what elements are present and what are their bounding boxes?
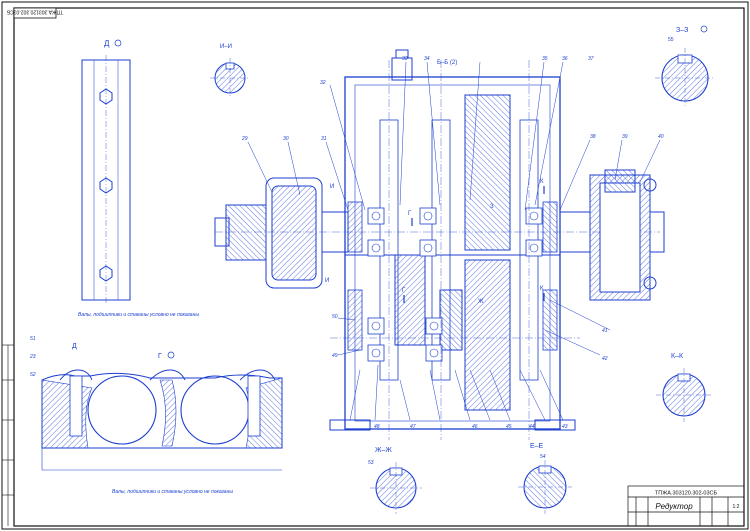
- input-coupling: [214, 177, 349, 289]
- pos-34: 34: [424, 56, 430, 62]
- pos-37: 37: [588, 56, 594, 62]
- view-ee-label: Е–Е: [530, 443, 544, 450]
- output-coupling: [559, 169, 665, 301]
- pos-42: 42: [602, 356, 608, 362]
- stamp-code: ТПЖА.303120.302-03СБ: [655, 491, 718, 497]
- pos-48: 48: [374, 424, 380, 430]
- svg-text:Г: Г: [408, 211, 412, 217]
- pos-49: 49: [332, 353, 338, 359]
- shafts-note-bottom: Валы, подшипники и стаканы условно не по…: [112, 489, 233, 495]
- pos-50: 50: [332, 314, 338, 320]
- pos-23: 23: [29, 354, 36, 360]
- pos-39: 39: [622, 134, 628, 140]
- view-d-label: Д: [104, 39, 110, 48]
- pos-51: 51: [30, 336, 36, 342]
- pos-52: 52: [30, 372, 36, 378]
- view-d: Д Валы, подшипники и стаканы условно не …: [78, 39, 199, 318]
- corner-code-box: ТПЖА.303120.302-03СБ: [6, 7, 63, 19]
- pos-40: 40: [658, 134, 664, 140]
- view-g: Г Д Валы, подшипники и стаканы условно н…: [41, 343, 283, 495]
- section-kk: К–К: [656, 353, 712, 422]
- section-zz: З–З 55: [655, 25, 715, 108]
- pos-54: 55: [668, 37, 674, 43]
- view-d-marker: Д: [72, 343, 77, 350]
- stamp-scale: 1:2: [733, 504, 740, 510]
- svg-text:К: К: [540, 286, 544, 292]
- svg-text:Г: Г: [402, 288, 406, 294]
- svg-text:И: И: [325, 278, 329, 284]
- view-zhzh-label: Ж–Ж: [375, 447, 392, 454]
- shafts-note-left: Валы, подшипники и стаканы условно не по…: [78, 312, 199, 318]
- section-ii: И–И: [210, 44, 250, 98]
- pos-46: 46: [472, 424, 478, 430]
- pos-55: 54: [540, 454, 546, 460]
- main-reducer-view: Г Г К К И И З Ж Б–Б (2): [214, 49, 665, 440]
- pos-41: 41: [602, 328, 608, 334]
- pos-38: 38: [590, 134, 596, 140]
- view-kk-label: К–К: [671, 353, 684, 360]
- svg-text:К: К: [540, 179, 544, 185]
- pos-43: 43: [562, 424, 568, 430]
- stamp-title: Редуктор: [655, 502, 693, 511]
- pos-36: 36: [562, 56, 568, 62]
- pos-33: 33: [402, 56, 408, 62]
- view-bb-label: Б–Б (2): [437, 60, 457, 66]
- view-g-label: Г: [158, 353, 162, 360]
- pos-35: 35: [542, 56, 548, 62]
- section-zhzh: Ж–Ж: [370, 447, 422, 514]
- pos-53: 53: [368, 460, 374, 466]
- view-d-bolt: [99, 88, 113, 282]
- pos-32: 32: [320, 80, 326, 86]
- svg-text:Ж: Ж: [478, 299, 484, 305]
- pos-30: 30: [283, 136, 289, 142]
- svg-text:З: З: [490, 204, 494, 210]
- view-zz-label: З–З: [676, 27, 688, 34]
- view-ii-label: И–И: [220, 44, 232, 50]
- section-ee: Е–Е: [518, 443, 572, 514]
- pos-45: 45: [506, 424, 512, 430]
- pos-31: 31: [321, 136, 327, 142]
- position-leaders: [247, 61, 661, 421]
- svg-text:И: И: [330, 184, 334, 190]
- bearing-group: [367, 207, 543, 362]
- pos-47: 47: [410, 424, 416, 430]
- pos-44: 44: [529, 424, 535, 430]
- position-numbers: 29 30 31 32 33 34 35 36 37 38 39 40 41 4…: [29, 56, 664, 466]
- title-block: [627, 485, 745, 527]
- corner-code: ТПЖА.303120.302-03СБ: [6, 9, 63, 15]
- pos-29: 29: [241, 136, 248, 142]
